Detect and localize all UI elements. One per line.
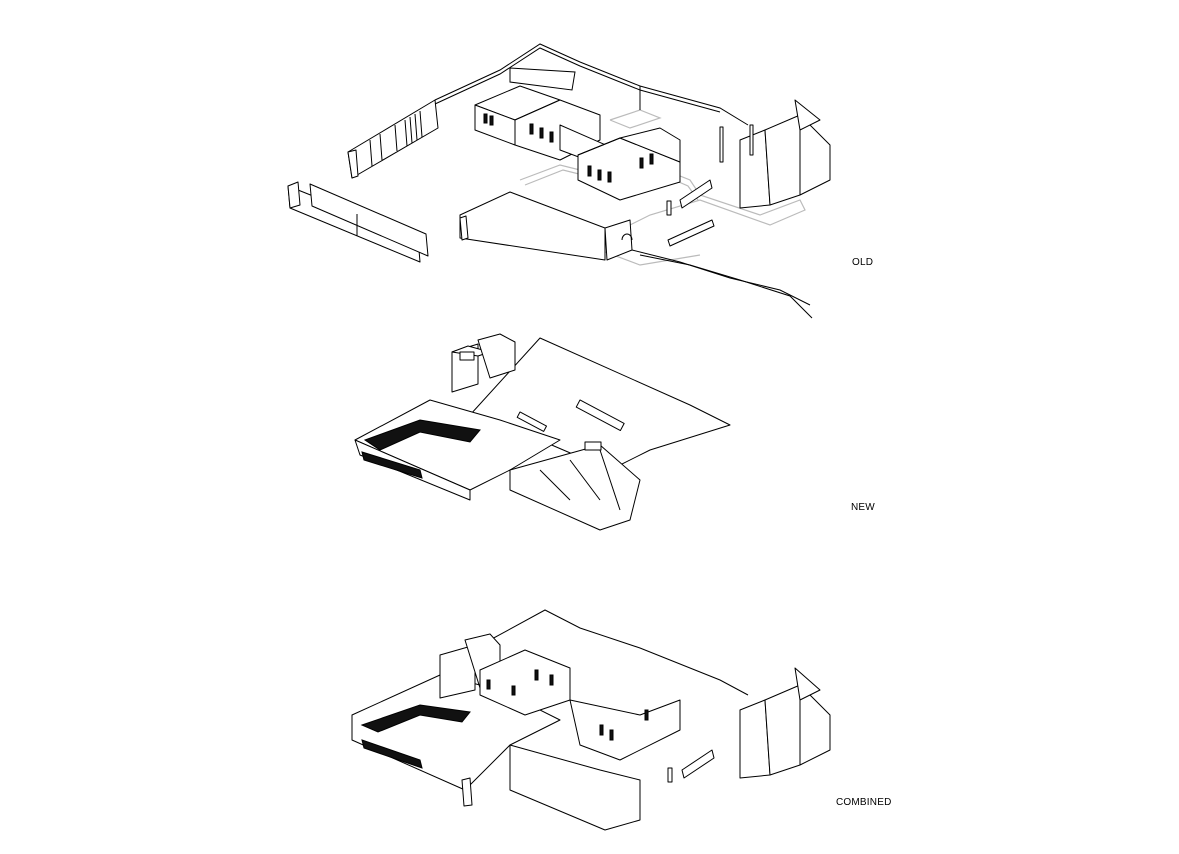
old-main-house [474, 67, 681, 201]
label-new: NEW [851, 502, 875, 513]
label-old: OLD [852, 257, 874, 268]
old-church [719, 99, 831, 209]
combined-axonometric [351, 609, 831, 831]
label-combined: COMBINED [836, 797, 892, 808]
new-axonometric [354, 333, 731, 531]
old-axonometric [287, 43, 831, 319]
